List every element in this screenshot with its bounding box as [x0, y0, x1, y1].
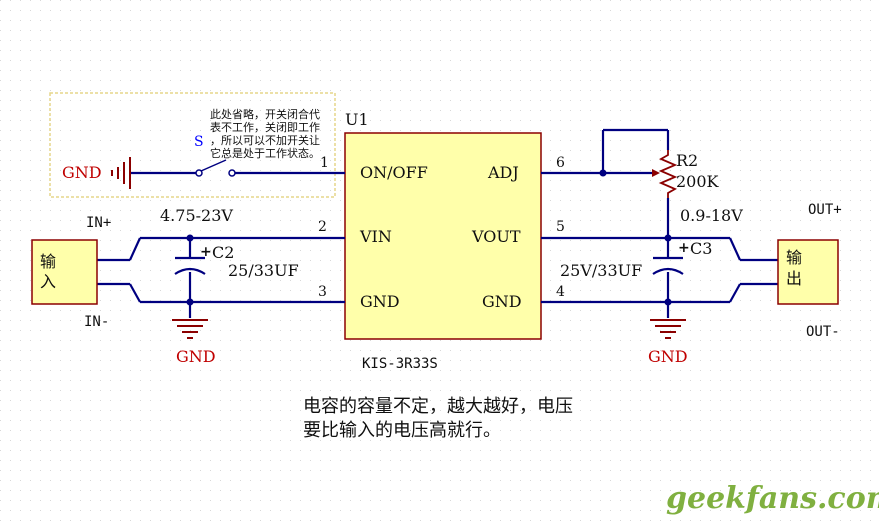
- switch-gnd-symbol: [111, 157, 131, 189]
- pin-gnd-left: GND: [360, 292, 400, 311]
- switch-note-box: [49, 92, 336, 198]
- r2-value-label: 200K: [676, 172, 719, 191]
- pin-number-6: 6: [556, 155, 565, 171]
- input-connector-line-1: 输: [40, 252, 57, 271]
- chip-body: [344, 132, 542, 340]
- input-connector-line-2: 入: [40, 272, 57, 291]
- output-connector-line-2: 出: [786, 269, 803, 288]
- input-connector: [31, 239, 98, 305]
- r2-wiper-arrow: [652, 169, 660, 177]
- output-plus-label: OUT+: [808, 202, 842, 218]
- switch-note-line-3: ，所以可以不加开关让: [210, 134, 320, 147]
- pin-number-3: 3: [318, 284, 327, 300]
- chip-ref-label: U1: [345, 110, 369, 129]
- input-voltage-range: 4.75-23V: [160, 206, 233, 225]
- pin-number-4: 4: [556, 284, 565, 300]
- output-voltage-range: 0.9-18V: [680, 206, 743, 225]
- wires: [97, 128, 778, 318]
- c3-ref-label: C3: [690, 239, 713, 258]
- gnd-left-label: GND: [176, 347, 216, 366]
- pin-vin: VIN: [360, 227, 392, 246]
- switch-note-line-2: 表不工作，关闭即工作: [210, 121, 320, 134]
- switch-note-line-4: 它总是处于工作状态。: [210, 147, 320, 160]
- output-connector: [777, 239, 839, 305]
- gnd-symbol-right: [650, 319, 686, 339]
- input-minus-label: IN-: [84, 314, 110, 330]
- c2-ref-label: C2: [212, 243, 235, 262]
- output-connector-line-1: 输: [786, 248, 803, 267]
- r2-ref-label: R2: [676, 151, 699, 170]
- pin-number-2: 2: [318, 219, 327, 235]
- pin-vout: VOUT: [472, 227, 521, 246]
- gnd-symbol-left: [172, 319, 208, 339]
- switch-gnd-label: GND: [62, 163, 102, 182]
- switch-symbol: [195, 159, 236, 177]
- wire-in-bottom-bend: [129, 283, 141, 303]
- c3-polarity: +: [678, 240, 690, 256]
- c2-symbol: [174, 256, 206, 275]
- pin-number-5: 5: [556, 219, 565, 235]
- wire-out-top-bend: [728, 237, 742, 261]
- switch-ref-label: S: [194, 134, 204, 150]
- switch-note-line-1: 此处省略，开关闭合代: [210, 108, 320, 121]
- output-minus-label: OUT-: [806, 324, 840, 340]
- r2-symbol: [658, 150, 678, 198]
- c3-symbol: [652, 256, 684, 275]
- pin-gnd-right: GND: [482, 292, 522, 311]
- pin-on-off: ON/OFF: [360, 163, 428, 182]
- c2-value-label: 25/33UF: [228, 261, 299, 280]
- wire-out-bottom-bend: [729, 283, 741, 303]
- gnd-right-label: GND: [648, 347, 688, 366]
- note-line-1: 电容的容量不定，越大越好，电压: [303, 396, 573, 417]
- watermark: geekfans.com: [666, 481, 879, 516]
- input-plus-label: IN+: [86, 215, 112, 231]
- wire-in-top-bend: [128, 237, 142, 261]
- pin-adj: ADJ: [488, 163, 519, 182]
- pin-number-1: 1: [320, 155, 329, 171]
- note-line-2: 要比输入的电压高就行。: [303, 420, 501, 441]
- junction-dots: [186, 169, 672, 306]
- c2-polarity: +: [200, 244, 212, 260]
- c3-value-label: 25V/33UF: [560, 261, 643, 280]
- chip-part-label: KIS-3R33S: [362, 356, 438, 372]
